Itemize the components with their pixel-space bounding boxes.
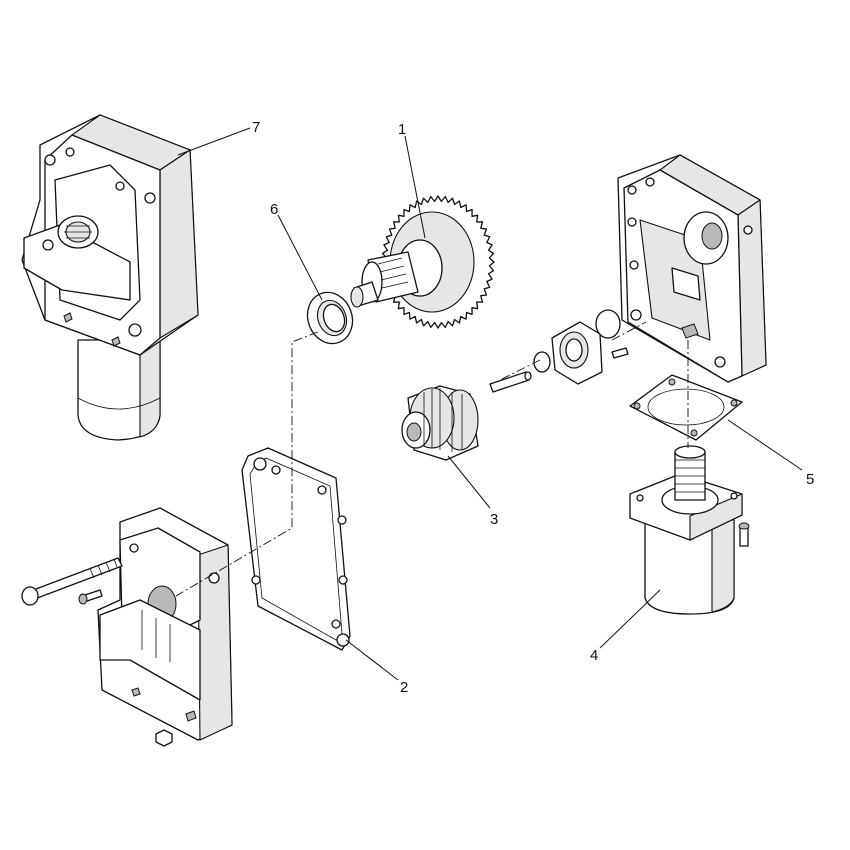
part-4-motor xyxy=(629,445,750,615)
callout-5: 5 xyxy=(806,471,814,488)
assembly-centre-lines xyxy=(175,321,689,597)
callout-3: 3 xyxy=(490,511,498,528)
part-2-cover-gasket xyxy=(241,447,351,651)
callout-4: 4 xyxy=(590,647,598,664)
bearing-block xyxy=(533,309,629,385)
callout-2: 2 xyxy=(400,679,408,696)
callout-6: 6 xyxy=(270,201,278,218)
part-7-assembled-gear-motor xyxy=(21,114,199,441)
part-1-gear-and-shaft xyxy=(350,195,495,329)
callout-7: 7 xyxy=(252,119,260,136)
part-6-seal-ring xyxy=(306,291,354,345)
part-5-gasket xyxy=(629,374,743,441)
callout-leaders xyxy=(177,127,803,681)
callout-1: 1 xyxy=(398,121,406,138)
gearbox-housing xyxy=(617,154,767,383)
front-cover-casting xyxy=(21,507,233,747)
part-3-pinion-assembly xyxy=(401,371,532,461)
